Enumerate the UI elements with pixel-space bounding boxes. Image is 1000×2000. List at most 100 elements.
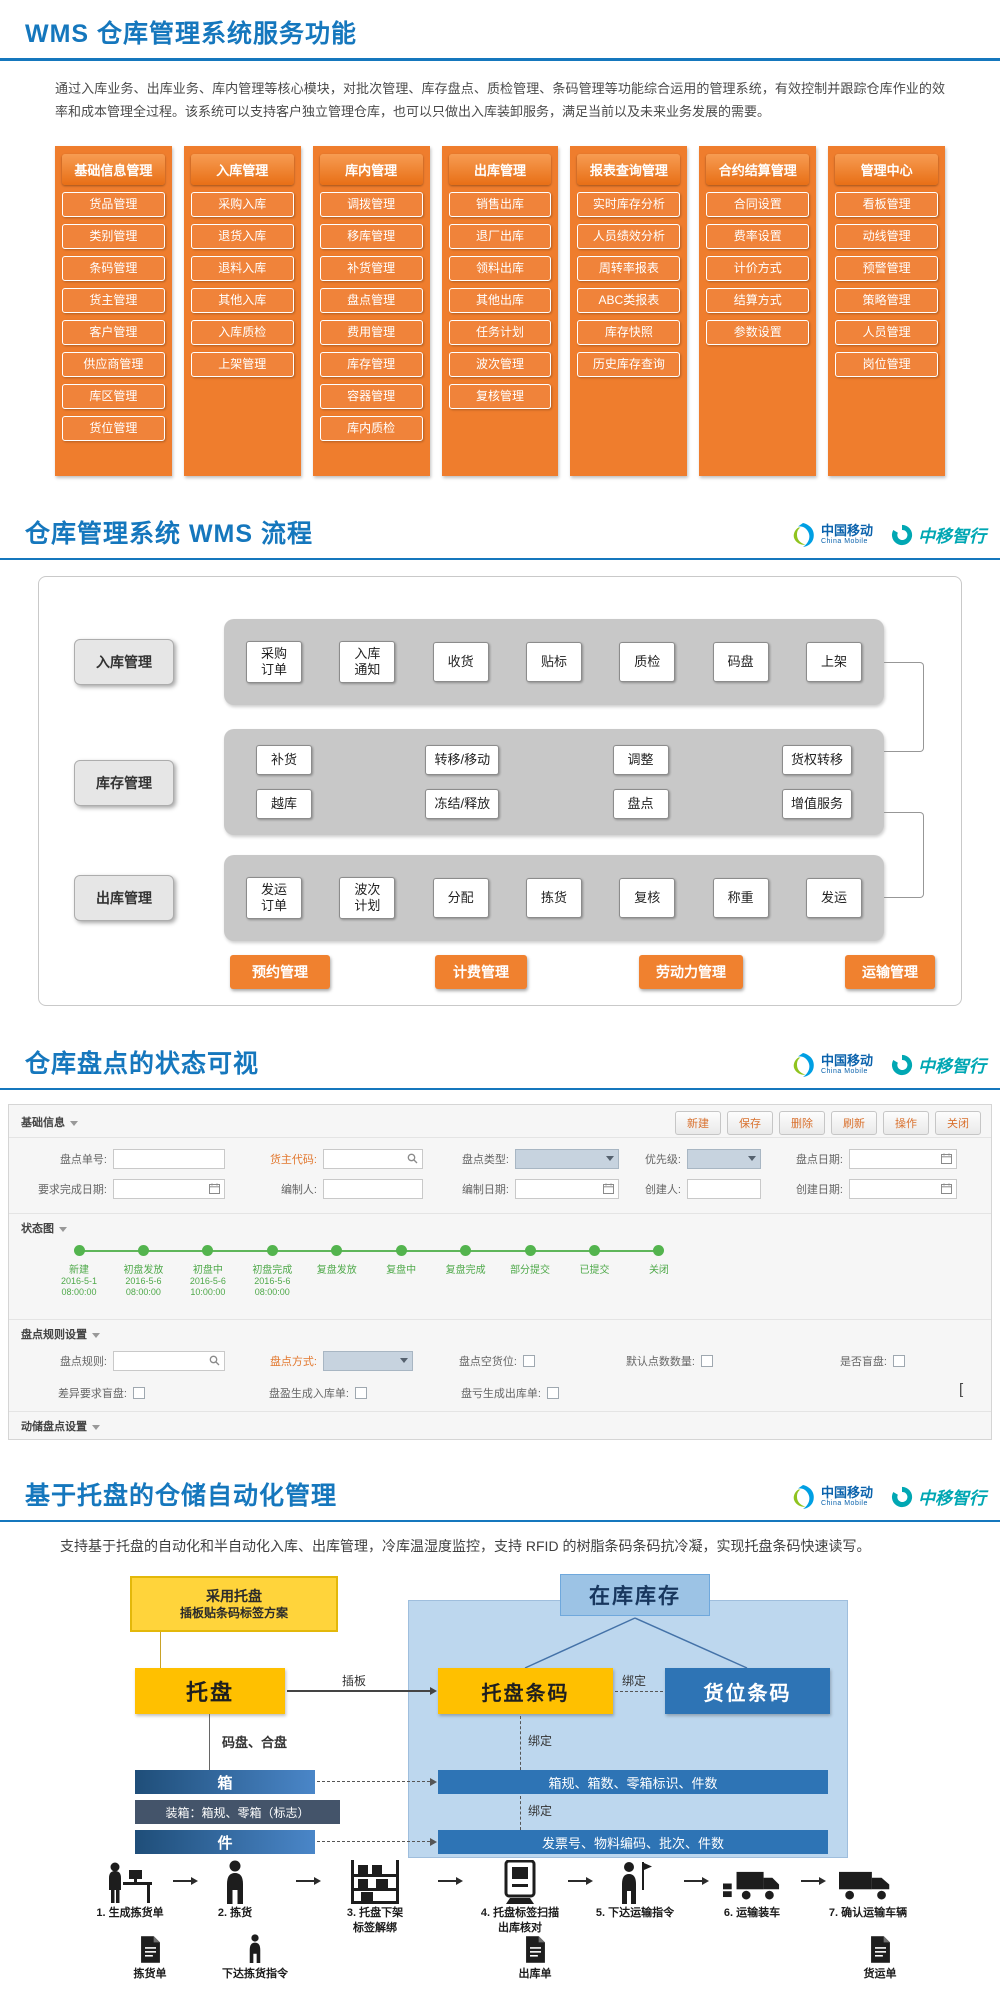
- toolbar-button[interactable]: 刷新: [831, 1110, 877, 1135]
- group-rules: 盘点规则设置: [21, 1326, 100, 1342]
- toolbar-button[interactable]: 关闭: [935, 1110, 981, 1135]
- step-label: 6. 运输装车: [723, 1907, 781, 1920]
- step-label: 3. 托盘下架 标签解绑: [346, 1907, 404, 1934]
- status-dot-icon: [137, 1244, 149, 1256]
- china-mobile-logo: 中国移动 China Mobile: [790, 1052, 873, 1078]
- feature-item: 波次管理: [448, 351, 552, 377]
- status-dot-icon: [266, 1244, 278, 1256]
- owner-code-input[interactable]: [323, 1148, 423, 1169]
- column-header: 基础信息管理: [62, 153, 165, 185]
- search-icon[interactable]: [209, 1355, 220, 1366]
- field-priority: 优先级:: [631, 1148, 761, 1169]
- inventory-type-select[interactable]: [515, 1148, 619, 1169]
- field-required-finish-date: 要求完成日期:: [19, 1178, 225, 1199]
- priority-select[interactable]: [687, 1148, 761, 1169]
- status-label: 部分提交: [510, 1264, 551, 1276]
- connector-row2-row3: [884, 811, 924, 898]
- count-mode-select[interactable]: [323, 1350, 413, 1371]
- feature-item: 计价方式: [706, 255, 810, 281]
- status-dot-icon: [589, 1244, 600, 1256]
- feature-item: 入库质检: [190, 319, 294, 345]
- rule-input[interactable]: [113, 1350, 225, 1371]
- blind-count-checkbox[interactable]: [893, 1354, 905, 1367]
- toolbar-button[interactable]: 保存: [727, 1110, 773, 1135]
- pick-list-person-icon: [107, 1860, 153, 1909]
- divider: [9, 1212, 991, 1214]
- flow-box: 称重: [712, 877, 769, 918]
- arrow-right-icon: [430, 1778, 437, 1787]
- plan-note-box: 采用托盘 插板贴条码标签方案: [130, 1576, 338, 1633]
- creator-input[interactable]: [687, 1178, 761, 1199]
- box-link-line: [317, 1781, 430, 1783]
- zhongyi-zhixing-logo-icon: [891, 524, 913, 545]
- feature-item: 盘点管理: [319, 287, 423, 313]
- feature-item: 货主管理: [62, 287, 165, 313]
- feature-item: 岗位管理: [835, 351, 939, 377]
- default-count-qty-checkbox[interactable]: [701, 1354, 713, 1367]
- truck-icon: [839, 1866, 897, 1906]
- timeline-step: 新建 2016-5-1 08:00:00: [49, 1244, 109, 1299]
- column-outbound: 出库管理 销售出库退厂出库领料出库其他出库任务计划波次管理复核管理: [441, 145, 559, 476]
- feature-item: 复核管理: [448, 383, 552, 409]
- palletize-label: 码盘、合盘: [222, 1735, 288, 1751]
- step-label: 1. 生成拣货单: [96, 1907, 164, 1920]
- china-mobile-logo: 中国移动 China Mobile: [790, 522, 873, 548]
- feature-item: 实时库存分析: [577, 191, 681, 217]
- feature-item: 策略管理: [835, 287, 939, 313]
- feature-item: 历史库存查询: [577, 351, 681, 377]
- china-mobile-logo-icon: [793, 522, 814, 547]
- calendar-icon[interactable]: [603, 1183, 614, 1195]
- toolbar-button[interactable]: 删除: [779, 1110, 825, 1135]
- required-finish-date-input[interactable]: [113, 1178, 225, 1199]
- feature-item: 任务计划: [448, 319, 552, 345]
- diff-blind-count-checkbox[interactable]: [133, 1386, 145, 1399]
- arrow-right-icon: [173, 1877, 198, 1886]
- china-mobile-wordmark: 中国移动 China Mobile: [820, 522, 873, 546]
- zhongyi-zhixing-logo-icon: [891, 1054, 913, 1075]
- china-mobile-logo: 中国移动 China Mobile: [790, 1484, 873, 1510]
- calendar-icon[interactable]: [941, 1183, 952, 1195]
- calendar-icon[interactable]: [209, 1183, 220, 1195]
- flow-box: 越库: [256, 788, 312, 819]
- feature-item: 库内质检: [319, 415, 423, 441]
- inventory-date-input[interactable]: [849, 1148, 957, 1169]
- toolbar-button[interactable]: 新建: [675, 1110, 721, 1135]
- step-label: 7. 确认运输车辆: [828, 1907, 908, 1920]
- count-empty-locations-checkbox[interactable]: [523, 1354, 535, 1367]
- china-mobile-wordmark: 中国移动 China Mobile: [820, 1052, 873, 1076]
- inventory-no-input[interactable]: [113, 1148, 225, 1169]
- zhongyi-zhixing-logo: 中移智行: [891, 1052, 986, 1077]
- create-date-input[interactable]: [849, 1178, 957, 1199]
- compile-date-input[interactable]: [515, 1178, 619, 1199]
- field-compiler: 编制人:: [247, 1178, 423, 1199]
- timeline-step: 初盘中 2016-5-6 10:00:00: [178, 1244, 238, 1299]
- flow-band-inbound: 采购 订单入库 通知收货贴标质检码盘上架: [224, 618, 884, 705]
- bind-link-line: [520, 1716, 521, 1771]
- compiler-input[interactable]: [323, 1178, 423, 1199]
- arrow-right-icon: [430, 1687, 437, 1696]
- feature-item: 货位管理: [62, 415, 165, 441]
- pallet-barcode-box: 托盘条码: [438, 1668, 613, 1715]
- column-header: 入库管理: [190, 153, 294, 185]
- status-label: 新建: [69, 1264, 89, 1276]
- status-label: 初盘完成: [252, 1264, 293, 1276]
- pallet-automation-diagram: 在库库存 采用托盘 插板贴条码标签方案 托盘 托盘条码 货位条码 插板 绑定 码…: [0, 1560, 1000, 1980]
- page-title: WMS 仓库管理系统服务功能: [25, 20, 358, 48]
- document-icon: [139, 1936, 161, 1963]
- feature-item: 其他入库: [190, 287, 294, 313]
- column-inbound: 入库管理 采购入库退货入库退料入库其他入库入库质检上架管理: [183, 145, 301, 476]
- feature-item: 费用管理: [319, 319, 423, 345]
- loss-outbound-checkbox[interactable]: [547, 1386, 559, 1399]
- field-create-date: 创建日期:: [777, 1178, 957, 1199]
- plan-connector-line: [160, 1632, 161, 1669]
- feature-item: 其他出库: [448, 287, 552, 313]
- flow-row-label-inbound: 入库管理: [74, 638, 174, 685]
- step-label: 4. 托盘标签扫描 出库核对: [480, 1907, 560, 1934]
- toolbar-button[interactable]: 操作: [883, 1110, 929, 1135]
- calendar-icon[interactable]: [941, 1153, 952, 1165]
- feature-item: 退料入库: [190, 255, 294, 281]
- feature-item: 供应商管理: [62, 351, 165, 377]
- field-count-mode: 盘点方式:: [247, 1350, 413, 1371]
- search-icon[interactable]: [407, 1153, 418, 1164]
- gain-inbound-checkbox[interactable]: [355, 1386, 367, 1399]
